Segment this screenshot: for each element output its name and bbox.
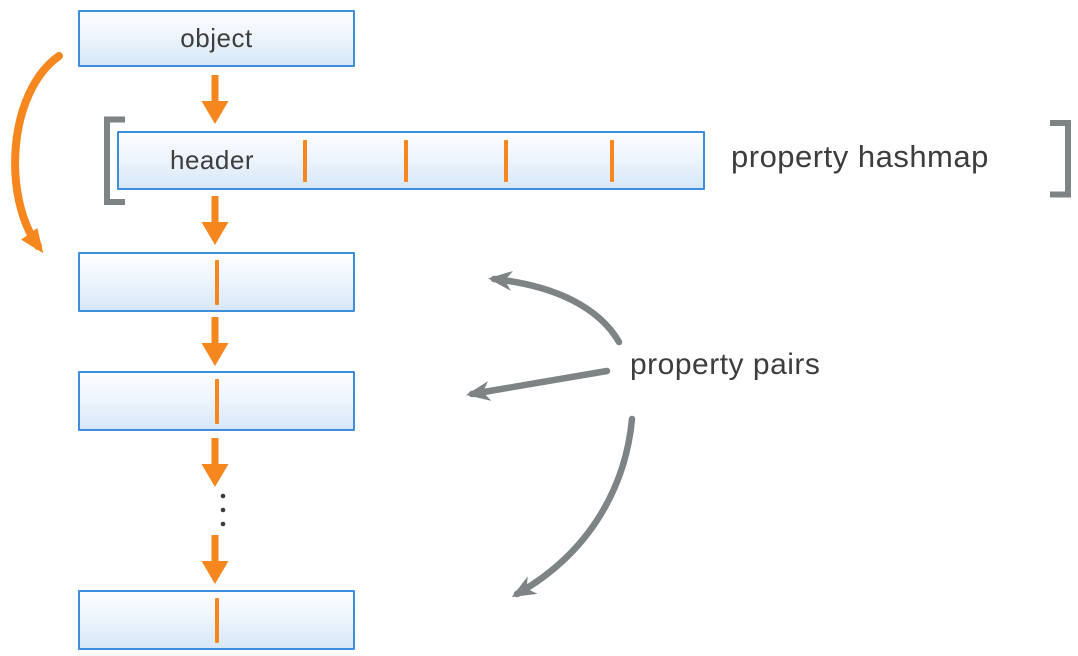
hashmap-slot-divider <box>303 140 307 182</box>
flow-arrow-header-to-pair1-icon <box>201 196 229 245</box>
ellipsis-dots-icon <box>220 493 226 527</box>
pairs-pointer-arrow-middle-icon <box>466 367 611 401</box>
property-pair-box-3 <box>78 590 355 650</box>
pairs-pointer-arrow-bottom-icon <box>511 415 636 598</box>
hashmap-annotation-label: property hashmap <box>731 139 989 174</box>
hashmap-slot-divider <box>610 140 614 182</box>
property-pair-box-2 <box>78 371 355 431</box>
object-box-label: object <box>180 23 253 53</box>
object-box: object <box>78 10 355 67</box>
header-box-label: header <box>170 145 254 175</box>
pair-divider <box>214 598 219 643</box>
flow-arrow-pair1-to-pair2-icon <box>201 317 229 366</box>
pair-divider <box>214 260 219 305</box>
pairs-annotation-label: property pairs <box>630 348 821 381</box>
pairs-pointer-arrow-top-icon <box>488 271 623 346</box>
left-bracket-icon <box>104 116 125 205</box>
object-to-pair-curved-arrow-icon <box>11 52 63 254</box>
flow-arrow-object-to-header-icon <box>201 75 229 124</box>
flow-arrow-ellipsis-to-pair3-icon <box>201 535 229 584</box>
hashmap-slot-divider <box>504 140 508 182</box>
right-bracket-icon <box>1050 120 1071 198</box>
hashmap-header-box: header <box>117 131 705 190</box>
pair-divider <box>214 379 219 424</box>
flow-arrow-pair2-to-ellipsis-icon <box>201 438 229 487</box>
hashmap-slot-divider <box>404 140 408 182</box>
property-pair-box-1 <box>78 252 355 312</box>
